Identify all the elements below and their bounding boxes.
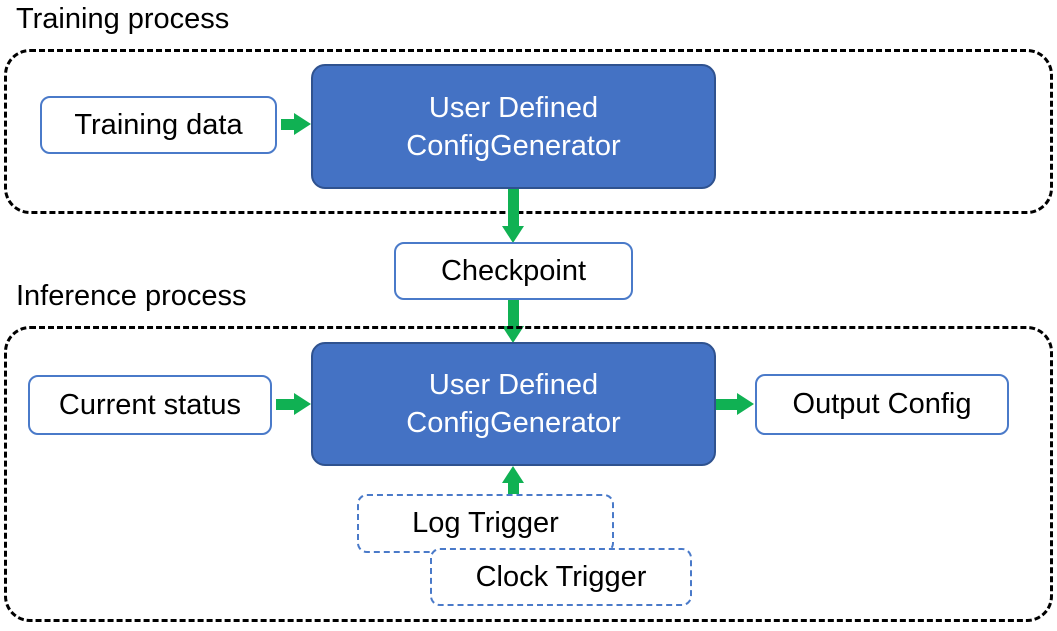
arrow-shaft [508, 300, 519, 329]
arrow-shaft [276, 399, 298, 410]
node-generator-inference-label-line2: ConfigGenerator [406, 407, 621, 439]
node-log-trigger[interactable]: Log Trigger [357, 494, 614, 553]
arrow-head [502, 466, 524, 483]
node-current-status-label: Current status [58, 388, 242, 421]
node-clock-trigger-label: Clock Trigger [475, 560, 647, 593]
node-generator-inference-label-line1: User Defined [428, 369, 599, 401]
arrow-shaft [281, 119, 298, 130]
node-output-config-label: Output Config [792, 388, 972, 420]
node-generator-training-label-line2: ConfigGenerator [406, 129, 621, 162]
node-clock-trigger[interactable]: Clock Trigger [430, 548, 692, 606]
arrow-shaft [716, 399, 741, 410]
node-training-data[interactable]: Training data [40, 96, 277, 154]
node-log-trigger-label: Log Trigger [412, 507, 559, 539]
node-checkpoint[interactable]: Checkpoint [394, 242, 633, 300]
node-generator-training-label-line1: User Defined [428, 91, 599, 124]
inference-process-title: Inference process [16, 280, 247, 312]
training-process-container [4, 49, 1053, 214]
node-user-defined-configgenerator-training[interactable]: User Defined ConfigGenerator [311, 64, 716, 189]
arrow-shaft [508, 189, 519, 229]
node-user-defined-configgenerator-inference[interactable]: User Defined ConfigGenerator [311, 342, 716, 466]
node-training-data-label: Training data [74, 108, 243, 141]
arrow-head [737, 393, 754, 415]
arrow-head [502, 226, 524, 243]
inference-process-container [4, 326, 1053, 622]
training-process-title: Training process [16, 3, 230, 35]
node-current-status[interactable]: Current status [28, 375, 272, 435]
node-checkpoint-label: Checkpoint [440, 254, 587, 287]
arrow-head [502, 326, 524, 343]
node-output-config[interactable]: Output Config [755, 374, 1009, 435]
arrow-head [294, 113, 311, 135]
arrow-head [294, 393, 311, 415]
